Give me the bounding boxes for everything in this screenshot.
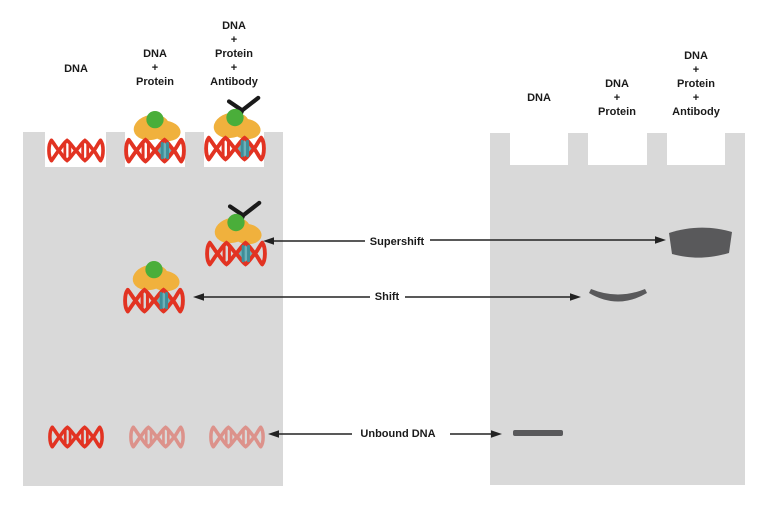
unbound-dna-band <box>513 430 563 436</box>
unbound-arrow-left <box>268 430 352 438</box>
unbound-dna-faded-icon <box>129 425 185 449</box>
right-well-1 <box>510 133 568 165</box>
shift-band <box>589 289 647 302</box>
dna-protein-complex-icon <box>124 110 186 165</box>
left-lane3-label: DNA + Protein + Antibody <box>210 20 258 88</box>
supershift-arrow-right <box>430 236 666 244</box>
shift-arrow-left <box>193 293 370 301</box>
unbound-dna-icon <box>48 425 104 449</box>
left-lane1-label: DNA <box>64 63 88 75</box>
right-well-2 <box>588 133 647 165</box>
result-gel <box>490 133 745 485</box>
dna-helix-icon <box>47 138 105 163</box>
shift-arrow-right <box>405 293 581 301</box>
supershift-complex-icon <box>205 195 267 268</box>
right-lane3-label: DNA + Protein + Antibody <box>672 50 720 118</box>
unbound-dna-label: Unbound DNA <box>360 428 436 440</box>
right-well-3 <box>667 133 725 165</box>
unbound-dna-faded-icon <box>209 425 265 449</box>
supershift-arrow-left <box>263 237 365 245</box>
right-lane1-label: DNA <box>527 92 551 104</box>
shift-label: Shift <box>374 291 400 303</box>
shift-complex-icon <box>123 260 185 315</box>
supershift-band <box>669 227 732 258</box>
unbound-arrow-right <box>450 430 502 438</box>
supershift-label: Supershift <box>369 236 425 248</box>
right-lane2-label: DNA + Protein <box>598 78 636 118</box>
left-lane2-label: DNA + Protein <box>136 48 174 88</box>
dna-protein-antibody-complex-icon <box>204 90 266 163</box>
